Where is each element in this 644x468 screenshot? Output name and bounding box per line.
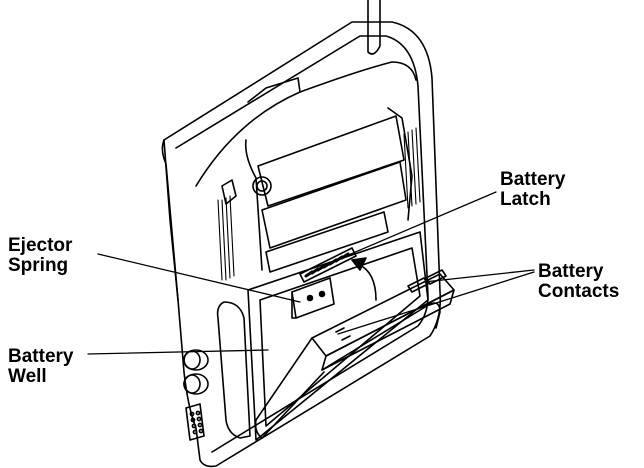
leader-battery-contacts-a <box>423 269 535 283</box>
side-grille-left <box>217 195 235 281</box>
label-ejector-spring: Ejector Spring <box>8 236 72 276</box>
connector-port-icon <box>185 403 205 441</box>
display-panel <box>244 107 413 273</box>
device-housing <box>161 21 442 468</box>
label-battery-latch: Battery Latch <box>500 170 565 210</box>
side-button-upper-icon <box>183 349 209 371</box>
antenna <box>367 0 381 55</box>
label-ejector-spring-line1: Ejector <box>8 235 73 256</box>
label-battery-contacts-line2: Contacts <box>538 281 620 302</box>
leader-battery-well <box>87 349 269 355</box>
leader-battery-latch <box>331 191 497 263</box>
leader-lines <box>87 191 535 355</box>
label-battery-contacts-line1: Battery <box>538 261 604 282</box>
side-button-lower-icon <box>183 373 209 395</box>
battery-well <box>216 231 429 441</box>
label-battery-contacts: Battery Contacts <box>538 262 619 302</box>
label-battery-well-line2: Well <box>8 366 47 387</box>
label-battery-well: Battery Well <box>8 347 73 387</box>
label-battery-latch-line1: Battery <box>500 169 566 190</box>
battery-pack <box>254 269 455 439</box>
label-battery-well-line1: Battery <box>8 346 74 367</box>
side-grille-right <box>403 127 421 209</box>
ejector-spring <box>291 277 335 319</box>
top-knob-icon <box>221 176 272 205</box>
leader-battery-contacts-b <box>337 271 535 335</box>
label-ejector-spring-line2: Spring <box>8 255 69 276</box>
label-battery-latch-line2: Latch <box>500 189 551 210</box>
leader-ejector-spring <box>97 253 301 303</box>
